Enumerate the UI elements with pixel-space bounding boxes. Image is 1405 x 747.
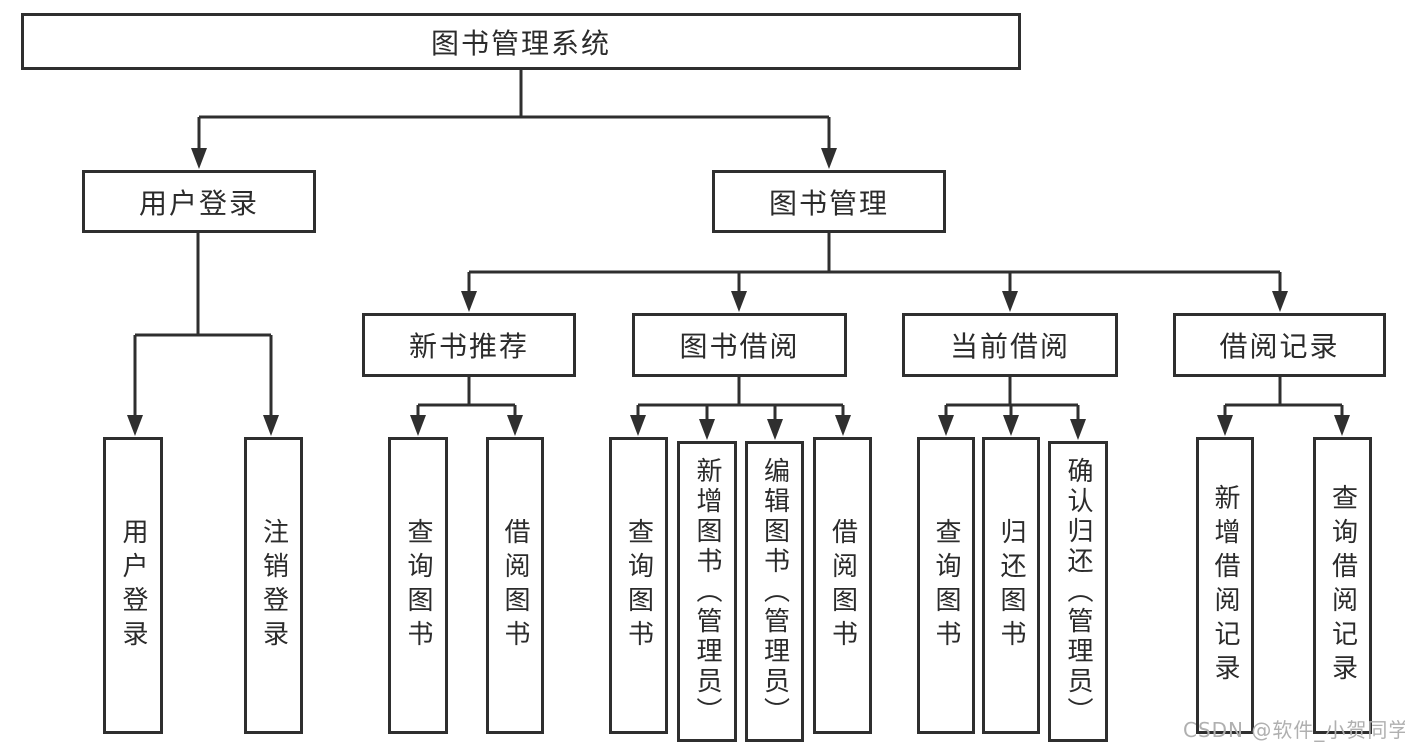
node-label: 借阅记录 (1219, 330, 1340, 363)
node-label: 图书借阅 (679, 330, 800, 363)
node-label: 当前借阅 (949, 330, 1070, 363)
node-label: 新书推荐 (408, 330, 529, 363)
node-label: 图书管理系统 (430, 26, 611, 60)
leaf-query-books-borrow: 查询图书 (609, 437, 668, 734)
leaf-edit-book-admin: 编辑图书（管理员） (745, 441, 804, 742)
node-label: 借阅图书 (827, 517, 858, 654)
leaf-add-borrow-record: 新增借阅记录 (1196, 437, 1254, 734)
node-library-management-system: 图书管理系统 (21, 13, 1021, 70)
leaf-query-books-current: 查询图书 (917, 437, 975, 734)
leaf-query-books-recommend: 查询图书 (388, 437, 448, 734)
node-current-borrowing: 当前借阅 (902, 313, 1118, 377)
leaf-borrow-books: 借阅图书 (813, 437, 872, 734)
node-label: 注销登录 (258, 517, 289, 654)
csdn-watermark: CSDN @软件_小贺同学 (1183, 718, 1405, 742)
leaf-logout: 注销登录 (244, 437, 303, 734)
node-borrowing-records: 借阅记录 (1173, 313, 1386, 377)
leaf-borrow-books-recommend: 借阅图书 (486, 437, 544, 734)
node-label: 新增借阅记录 (1210, 483, 1240, 688)
leaf-confirm-return-admin: 确认归还（管理员） (1048, 441, 1108, 742)
node-label: 图书管理 (768, 186, 889, 220)
leaf-query-borrow-record: 查询借阅记录 (1313, 437, 1372, 734)
node-label: 新增图书（管理员） (692, 456, 722, 727)
node-book-management: 图书管理 (712, 170, 946, 233)
node-new-book-recommend: 新书推荐 (362, 313, 576, 377)
leaf-return-book: 归还图书 (982, 437, 1040, 734)
node-book-borrowing: 图书借阅 (632, 313, 847, 377)
node-label: 归还图书 (996, 517, 1026, 654)
node-label: 用户登录 (118, 517, 148, 654)
node-label: 查询图书 (623, 517, 654, 654)
node-label: 查询借阅记录 (1327, 483, 1358, 688)
node-user-login: 用户登录 (82, 170, 316, 233)
node-label: 查询图书 (931, 517, 961, 654)
node-label: 用户登录 (138, 186, 259, 220)
leaf-add-book-admin: 新增图书（管理员） (677, 441, 737, 742)
leaf-user-login: 用户登录 (103, 437, 163, 734)
node-label: 借阅图书 (500, 517, 530, 654)
node-label: 编辑图书（管理员） (759, 456, 790, 727)
node-label: 确认归还（管理员） (1063, 456, 1093, 727)
node-label: 查询图书 (403, 517, 433, 654)
